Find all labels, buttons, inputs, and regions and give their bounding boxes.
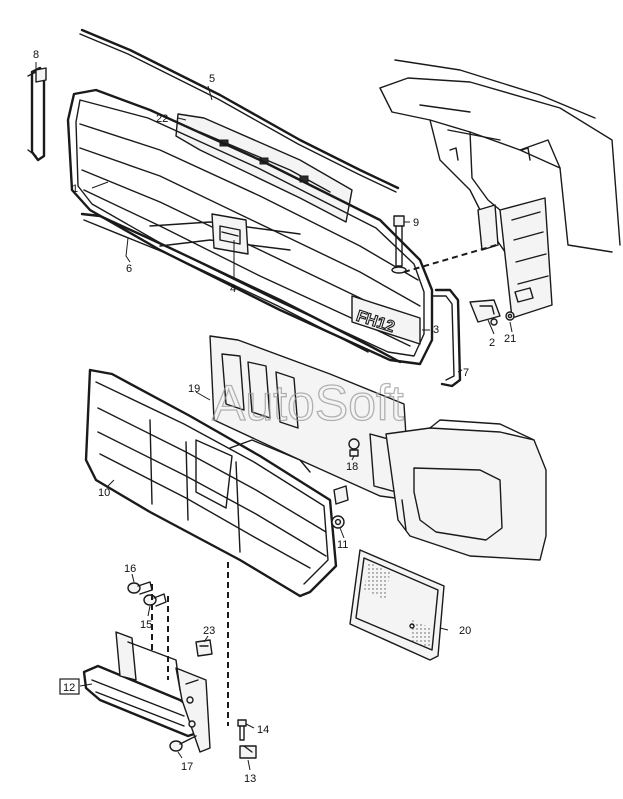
callout-19: 19 (188, 383, 200, 395)
leader-lines (35, 62, 513, 771)
callout-12-box (59, 678, 80, 695)
part-10-lower-grille (84, 368, 338, 598)
part-1-front-grille: FH12 (66, 88, 434, 366)
part-20-mesh-panel (349, 549, 445, 661)
part-9-bolt (391, 215, 407, 274)
callout-10: 10 (98, 487, 110, 499)
part-6-lower-strip (80, 212, 402, 364)
watermark: AutoSoft (212, 375, 404, 431)
part-7-side-seal (431, 288, 462, 388)
part-14-bolt (237, 719, 247, 741)
callout-3: 3 (433, 324, 439, 336)
callout-15: 15 (140, 619, 152, 631)
callout-12: 12 (63, 682, 75, 694)
part-15-bolt (143, 593, 167, 607)
guide-line-bolts (151, 584, 169, 680)
callout-7: 7 (463, 367, 469, 379)
callout-2: 2 (489, 337, 495, 349)
callout-8: 8 (33, 49, 39, 61)
part-23-clip (195, 639, 213, 657)
callout-23: 23 (203, 625, 215, 637)
part-18-clip (348, 438, 360, 457)
callout-22: 22 (156, 113, 168, 125)
callout-1: 1 (72, 183, 78, 195)
headlamp-housing (385, 419, 547, 561)
callout-18: 18 (346, 461, 358, 473)
callout-16: 16 (124, 563, 136, 575)
callout-13: 13 (244, 773, 256, 785)
part-12-step-bracket (82, 631, 211, 753)
part-22-seal-plate (175, 113, 353, 223)
part-2-bracket (469, 299, 501, 326)
callout-labels: 1 2 3 4 5 6 7 8 9 10 11 12 13 14 15 16 1… (33, 49, 516, 785)
part-11-clip (331, 485, 349, 529)
callout-6: 6 (126, 263, 132, 275)
callout-17: 17 (181, 761, 193, 773)
guide-line-cab (403, 243, 501, 273)
part-13-bolt (239, 745, 257, 759)
cab-structure (379, 59, 621, 319)
callout-20: 20 (459, 625, 471, 637)
part-5-top-strip (79, 28, 400, 193)
callout-9: 9 (413, 217, 419, 229)
part-8-side-trim (27, 66, 47, 162)
callout-5: 5 (209, 73, 215, 85)
callout-21: 21 (504, 333, 516, 345)
callout-11: 11 (337, 539, 348, 551)
callout-4: 4 (230, 283, 236, 295)
callout-14: 14 (257, 724, 269, 736)
part-16-bolt (127, 581, 153, 595)
part-21-nut (505, 311, 515, 321)
part-17-bolt (169, 735, 197, 752)
